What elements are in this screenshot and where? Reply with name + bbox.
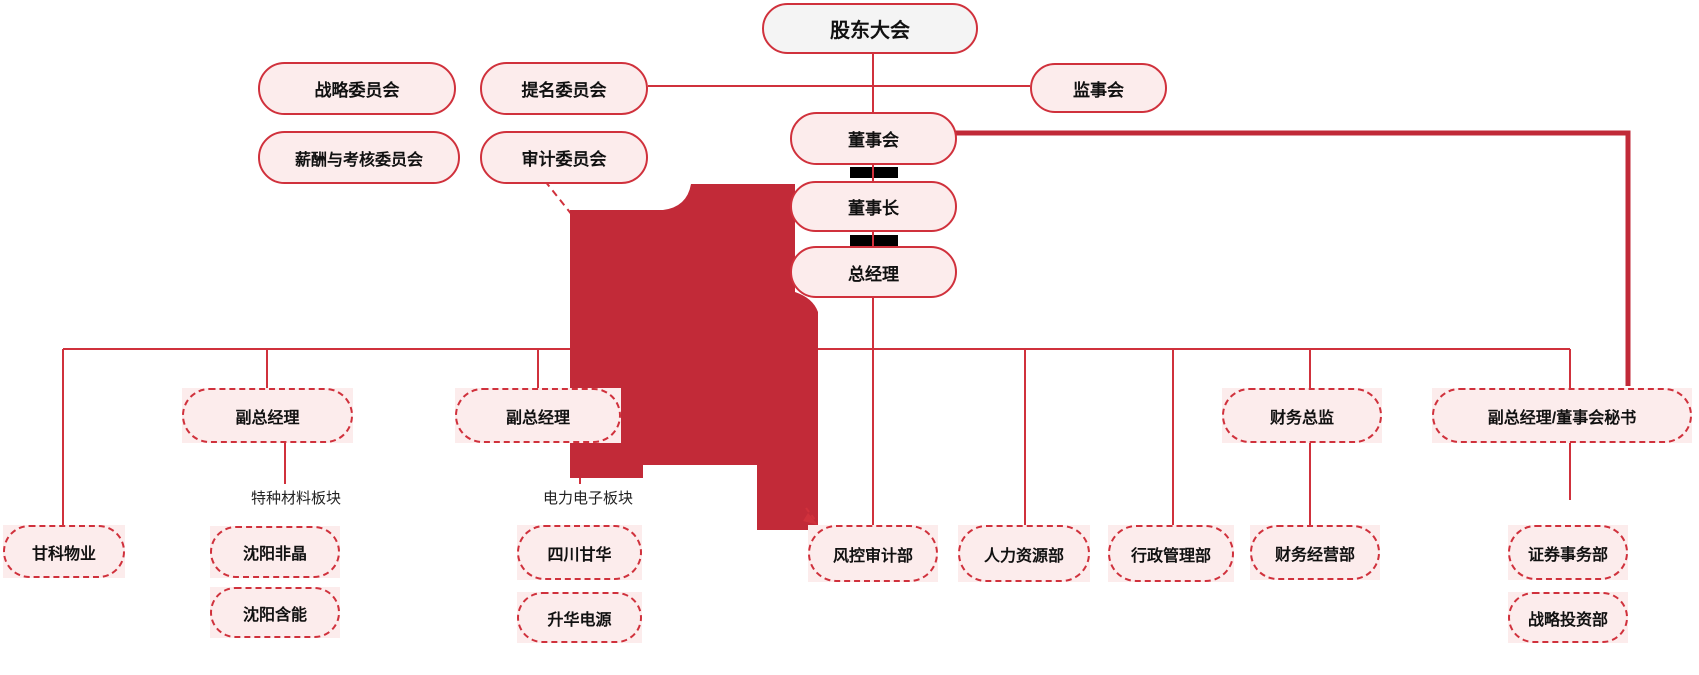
org-node-supervisory-board[interactable]: 监事会 xyxy=(1030,63,1167,113)
supervisory-board-label: 监事会 xyxy=(1073,80,1124,100)
strategic-investment-dept-label: 战略投资部 xyxy=(1527,611,1608,629)
org-node-shenghua-power[interactable]: 升华电源 xyxy=(517,592,642,643)
hr-dept-pill: 人力资源部 xyxy=(958,525,1090,582)
shenyang-feijing-label: 沈阳非晶 xyxy=(242,546,307,563)
section-label-special-materials-section: 特种材料板块 xyxy=(250,490,342,507)
finance-operation-dept-pill: 财务经营部 xyxy=(1250,525,1380,580)
risk-audit-dept-pill: 风控审计部 xyxy=(808,525,938,582)
section-label-power-electronics-section: 电力电子板块 xyxy=(542,490,634,507)
redaction-blob xyxy=(570,184,818,530)
org-node-hr-dept[interactable]: 人力资源部 xyxy=(958,525,1090,582)
risk-audit-dept-label: 风控审计部 xyxy=(832,547,913,565)
cfo-label: 财务总监 xyxy=(1269,409,1334,427)
securities-affairs-dept-label: 证券事务部 xyxy=(1527,546,1608,564)
shenyang-hanneng-pill: 沈阳含能 xyxy=(210,587,340,638)
shenghua-power-label: 升华电源 xyxy=(547,611,612,629)
org-node-nomination-committee[interactable]: 提名委员会 xyxy=(480,62,648,115)
deputy-gm-2-label: 副总经理 xyxy=(505,409,570,427)
audit-dashed-tip xyxy=(805,507,817,522)
org-node-audit-committee[interactable]: 审计委员会 xyxy=(480,131,648,184)
org-node-ganke-property[interactable]: 甘科物业 xyxy=(3,525,125,578)
org-node-finance-operation-dept[interactable]: 财务经营部 xyxy=(1250,525,1380,580)
remuneration-assessment-committee-pill: 薪酬与考核委员会 xyxy=(258,131,460,184)
admin-dept-label: 行政管理部 xyxy=(1130,547,1211,565)
audit-committee-label: 审计委员会 xyxy=(521,150,607,169)
board-of-directors-pill: 董事会 xyxy=(790,112,957,165)
shareholders-meeting-pill: 股东大会 xyxy=(762,3,978,54)
nomination-committee-label: 提名委员会 xyxy=(521,81,607,100)
deputy-gm-board-secretary-label: 副总经理/董事会秘书 xyxy=(1487,409,1637,427)
org-node-deputy-gm-2[interactable]: 副总经理 xyxy=(455,388,621,443)
general-manager-label: 总经理 xyxy=(848,264,899,284)
shenyang-hanneng-label: 沈阳含能 xyxy=(242,606,307,624)
org-node-deputy-gm-1[interactable]: 副总经理 xyxy=(182,388,353,443)
chairman-pill: 董事长 xyxy=(790,181,957,232)
ganke-property-pill: 甘科物业 xyxy=(3,525,125,578)
general-manager-pill: 总经理 xyxy=(790,246,957,298)
org-node-sichuan-ganhua[interactable]: 四川甘华 xyxy=(517,525,642,580)
org-node-shenyang-hanneng[interactable]: 沈阳含能 xyxy=(210,587,340,638)
org-node-admin-dept[interactable]: 行政管理部 xyxy=(1108,525,1234,582)
org-node-shenyang-feijing[interactable]: 沈阳非晶 xyxy=(210,526,340,578)
admin-dept-pill: 行政管理部 xyxy=(1108,525,1234,582)
org-node-strategic-investment-dept[interactable]: 战略投资部 xyxy=(1508,592,1628,643)
org-node-deputy-gm-board-secretary[interactable]: 副总经理/董事会秘书 xyxy=(1432,388,1692,443)
supervisory-board-pill: 监事会 xyxy=(1030,63,1167,113)
strategic-investment-dept-pill: 战略投资部 xyxy=(1508,592,1628,643)
org-node-general-manager[interactable]: 总经理 xyxy=(790,246,957,298)
org-node-shareholders-meeting[interactable]: 股东大会 xyxy=(762,3,978,54)
chairman-label: 董事长 xyxy=(848,199,899,218)
hr-dept-label: 人力资源部 xyxy=(983,547,1064,565)
org-node-strategy-committee[interactable]: 战略委员会 xyxy=(258,62,456,115)
shareholders-meeting-label: 股东大会 xyxy=(830,20,910,42)
cfo-pill: 财务总监 xyxy=(1222,388,1382,443)
board-of-directors-label: 董事会 xyxy=(848,131,899,150)
deputy-gm-2-pill: 副总经理 xyxy=(455,388,621,443)
audit-arrowhead xyxy=(803,513,818,525)
deputy-gm-1-pill: 副总经理 xyxy=(182,388,353,443)
sichuan-ganhua-label: 四川甘华 xyxy=(547,546,612,564)
org-node-remuneration-assessment-committee[interactable]: 薪酬与考核委员会 xyxy=(258,131,460,184)
shenyang-feijing-pill: 沈阳非晶 xyxy=(210,526,340,578)
org-node-board-of-directors[interactable]: 董事会 xyxy=(790,112,957,165)
org-node-chairman[interactable]: 董事长 xyxy=(790,181,957,232)
strategy-committee-label: 战略委员会 xyxy=(314,81,400,100)
securities-affairs-dept-pill: 证券事务部 xyxy=(1508,525,1628,580)
remuneration-assessment-committee-label: 薪酬与考核委员会 xyxy=(294,151,423,169)
sichuan-ganhua-pill: 四川甘华 xyxy=(517,525,642,580)
audit-committee-pill: 审计委员会 xyxy=(480,131,648,184)
deputy-gm-1-label: 副总经理 xyxy=(235,409,300,427)
board-secretary-thick-line xyxy=(880,130,1631,386)
ganke-property-label: 甘科物业 xyxy=(31,545,96,563)
strategy-committee-pill: 战略委员会 xyxy=(258,62,456,115)
finance-operation-dept-label: 财务经营部 xyxy=(1274,546,1355,564)
deputy-gm-board-secretary-pill: 副总经理/董事会秘书 xyxy=(1432,388,1692,443)
org-node-risk-audit-dept[interactable]: 风控审计部 xyxy=(808,525,938,582)
shenghua-power-pill: 升华电源 xyxy=(517,592,642,643)
org-node-securities-affairs-dept[interactable]: 证券事务部 xyxy=(1508,525,1628,580)
nomination-committee-pill: 提名委员会 xyxy=(480,62,648,115)
org-node-cfo[interactable]: 财务总监 xyxy=(1222,388,1382,443)
